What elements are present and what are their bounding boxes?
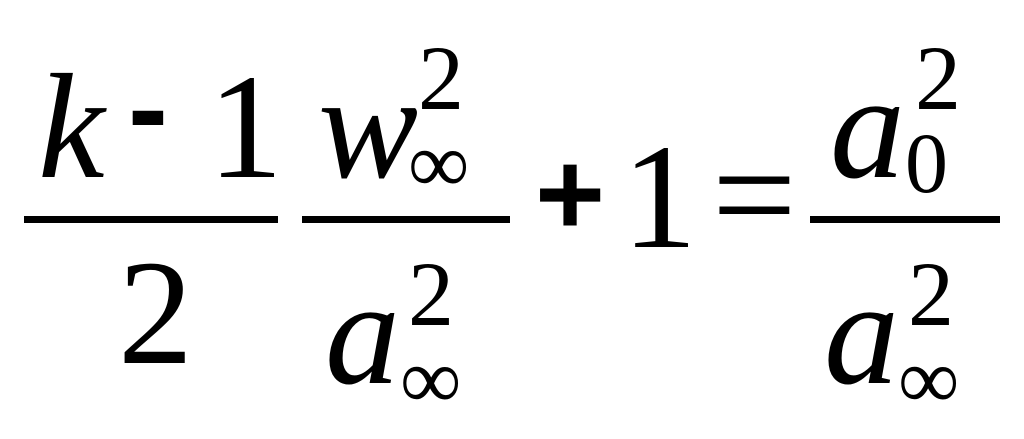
plus-sign: + bbox=[535, 127, 606, 261]
equals-sign: = bbox=[712, 112, 797, 278]
frac2-num-sub: ∞ bbox=[408, 115, 470, 211]
frac1-num-one: 1 bbox=[208, 44, 283, 210]
frac3-bar bbox=[810, 216, 1000, 223]
frac3-den-sub: ∞ bbox=[898, 331, 960, 427]
frac1-num-minus: - bbox=[128, 41, 168, 175]
frac1-bar bbox=[24, 216, 278, 223]
frac2-den-a: a bbox=[325, 250, 400, 416]
frac3-num-sub: 0 bbox=[905, 115, 948, 211]
frac1-num-k: k bbox=[38, 44, 105, 210]
constant-one: 1 bbox=[622, 114, 697, 280]
frac3-den-sup: 2 bbox=[908, 243, 954, 345]
frac2-den-sup: 2 bbox=[408, 243, 454, 345]
frac2-num-w: w bbox=[318, 44, 419, 210]
frac2-bar bbox=[302, 216, 510, 223]
frac3-num-a: a bbox=[830, 44, 905, 210]
frac2-num-sup: 2 bbox=[418, 27, 464, 129]
frac2-den-sub: ∞ bbox=[400, 331, 462, 427]
frac1-den-two: 2 bbox=[118, 230, 193, 396]
frac3-num-sup: 2 bbox=[915, 27, 961, 129]
frac3-den-a: a bbox=[824, 250, 899, 416]
